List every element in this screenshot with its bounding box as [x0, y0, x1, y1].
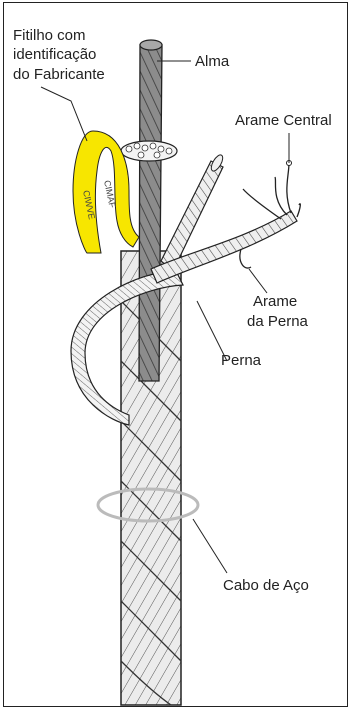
label-arame-perna-line1: Arame — [253, 293, 297, 310]
core-top — [140, 40, 162, 50]
diagram-frame: CIWVE CIMAF Fitilho com identificação do… — [3, 2, 348, 707]
label-arame-perna-line2: da Perna — [247, 313, 309, 330]
label-alma: Alma — [195, 53, 230, 70]
wire-rope-diagram: CIWVE CIMAF Fitilho com identificação do… — [4, 3, 349, 708]
label-perna: Perna — [221, 352, 262, 369]
label-cabo-de-aco: Cabo de Aço — [223, 577, 309, 594]
label-fitilho-line1: Fitilho com — [13, 27, 86, 44]
core-alma — [139, 45, 162, 381]
label-fitilho-line2: identificação — [13, 46, 96, 63]
label-arame-central: Arame Central — [235, 112, 332, 129]
label-fitilho-line3: do Fabricante — [13, 66, 105, 83]
